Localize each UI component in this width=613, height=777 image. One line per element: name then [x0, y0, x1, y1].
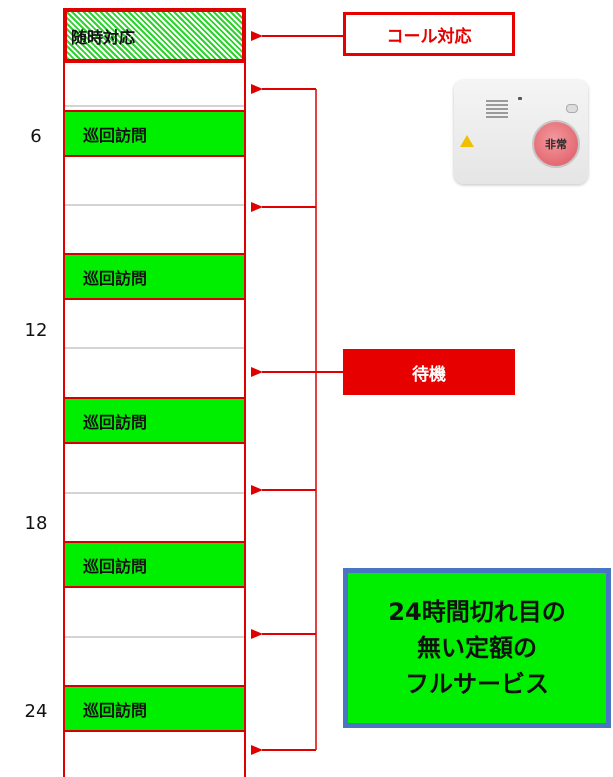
timeline-divider — [65, 636, 244, 638]
full-service-line-2: 無い定額の — [417, 634, 537, 662]
hour-label-6: 6 — [30, 126, 42, 147]
standby-box: 待機 — [343, 349, 515, 395]
visit-block-label: 巡回訪問 — [83, 125, 148, 145]
visit-block-label: 巡回訪問 — [83, 412, 148, 432]
full-service-line-1: 24時間切れ目の — [388, 598, 566, 626]
oncall-block-label: 随時対応 — [71, 27, 136, 47]
visit-block-1: 巡回訪問 — [63, 110, 246, 157]
timeline-divider — [65, 204, 244, 206]
emergency-button-label: 非常 — [545, 138, 567, 151]
call-response-label: コール対応 — [386, 26, 472, 47]
oncall-block: 随時対応 — [63, 8, 246, 63]
hour-label-12: 12 — [24, 320, 48, 341]
emergency-button: 非常 — [532, 120, 580, 168]
timeline-divider — [65, 105, 244, 107]
timeline-left-rail — [63, 8, 65, 777]
warning-triangle-icon — [460, 135, 474, 147]
visit-block-label: 巡回訪問 — [83, 556, 148, 576]
emergency-call-device: 非常 — [454, 80, 588, 184]
standby-label: 待機 — [412, 364, 446, 385]
hour-label-24: 24 — [24, 701, 48, 722]
small-button-icon — [566, 104, 578, 113]
visit-block-2: 巡回訪問 — [63, 253, 246, 300]
full-service-box: 24時間切れ目の 無い定額の フルサービス — [343, 568, 611, 728]
timeline-divider — [65, 347, 244, 349]
timeline-divider — [65, 492, 244, 494]
visit-block-label: 巡回訪問 — [83, 700, 148, 720]
led-icon — [518, 97, 522, 100]
full-service-line-3: フルサービス — [405, 670, 549, 698]
visit-block-4: 巡回訪問 — [63, 541, 246, 588]
call-response-box: コール対応 — [343, 12, 515, 56]
visit-block-3: 巡回訪問 — [63, 397, 246, 444]
speaker-grille-icon — [486, 100, 508, 120]
timeline-column: 随時対応 巡回訪問 巡回訪問 巡回訪問 巡回訪問 巡回訪問 — [63, 8, 246, 777]
timeline-right-rail — [244, 8, 246, 777]
hour-label-18: 18 — [24, 513, 48, 534]
visit-block-label: 巡回訪問 — [83, 268, 148, 288]
visit-block-5: 巡回訪問 — [63, 685, 246, 732]
